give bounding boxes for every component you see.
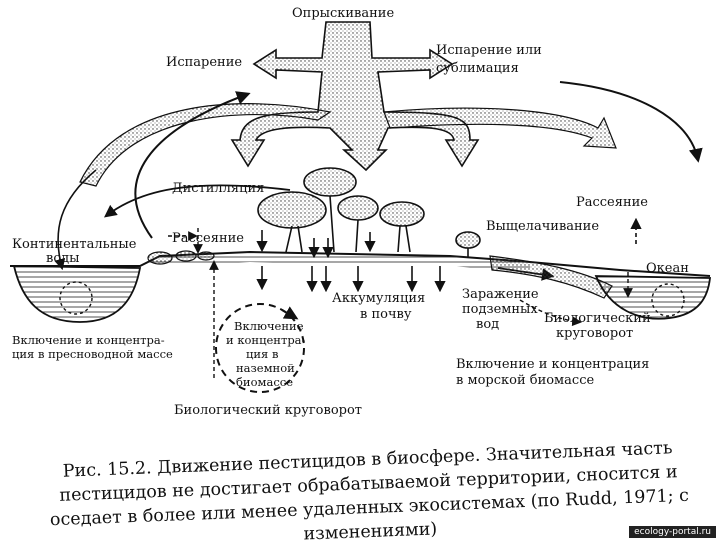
label-marine-1: Включение и концентрация xyxy=(456,357,649,372)
terrestrial-cycle xyxy=(215,303,305,393)
soil-accumulation-arrows xyxy=(256,266,446,293)
label-bio-cycle-bottom: Биологический круговорот xyxy=(174,403,362,418)
label-freshwater-2: ция в пресноводной массе xyxy=(12,347,173,361)
watermark: ecology-portal.ru xyxy=(629,526,716,538)
groundwater-arrow xyxy=(519,299,582,327)
label-distillation: Дистилляция xyxy=(172,181,264,196)
leaf-drip-arrows xyxy=(256,230,376,259)
freshwater-cycle xyxy=(59,281,93,315)
label-evap-sublimation: Испарение или xyxy=(436,43,542,58)
label-groundwater-1: Заражение xyxy=(462,287,539,302)
dispersion-band-right xyxy=(383,107,617,149)
label-ocean: Океан xyxy=(646,261,689,276)
label-dispersion-left: Рассеяние xyxy=(172,231,244,246)
trees xyxy=(257,167,481,258)
label-accumulation-2: в почву xyxy=(360,307,412,322)
label-freshwater-1: Включение и концентра- xyxy=(12,333,165,347)
label-dispersion-right: Рассеяние xyxy=(576,195,648,210)
label-continental-2: воды xyxy=(46,251,80,266)
label-bio-cycle-right-2: круговорот xyxy=(556,326,633,341)
label-evap-sublimation-2: сублимация xyxy=(436,61,519,76)
label-land-1: Включение xyxy=(234,319,304,333)
label-groundwater-3: вод xyxy=(476,317,499,332)
diagram: Опрыскивание Испарение Испарение или суб… xyxy=(10,6,716,545)
label-continental-1: Континентальные xyxy=(12,237,137,252)
label-bio-cycle-right-1: Биологический xyxy=(544,311,651,326)
evaporation-arrow-left xyxy=(134,91,251,239)
pesticide-flow-diagram: Опрыскивание Испарение Испарение или суб… xyxy=(10,6,712,418)
label-evaporation: Испарение xyxy=(166,55,242,70)
label-marine-2: в морской биомассе xyxy=(456,373,594,388)
label-land-2: и концентра- xyxy=(226,333,306,347)
distillation-arrow xyxy=(103,184,291,218)
cycle-arrow-top xyxy=(281,306,299,320)
evaporation-arrow-right xyxy=(559,81,703,163)
marine-cycle xyxy=(651,283,685,317)
label-land-5: биомассе xyxy=(236,375,293,389)
label-leaching: Выщелачивание xyxy=(486,219,599,234)
label-accumulation-1: Аккумуляция xyxy=(332,291,425,306)
label-spraying: Опрыскивание xyxy=(292,6,394,21)
soil-layer xyxy=(140,252,530,272)
shrubs-left xyxy=(147,250,215,265)
fallout-arrow-left xyxy=(54,169,97,271)
dispersion-band xyxy=(79,103,332,187)
label-land-4: наземной xyxy=(236,361,295,375)
continental-water xyxy=(12,265,142,323)
label-land-3: ция в xyxy=(246,347,278,361)
label-groundwater-2: подземных xyxy=(462,302,538,317)
